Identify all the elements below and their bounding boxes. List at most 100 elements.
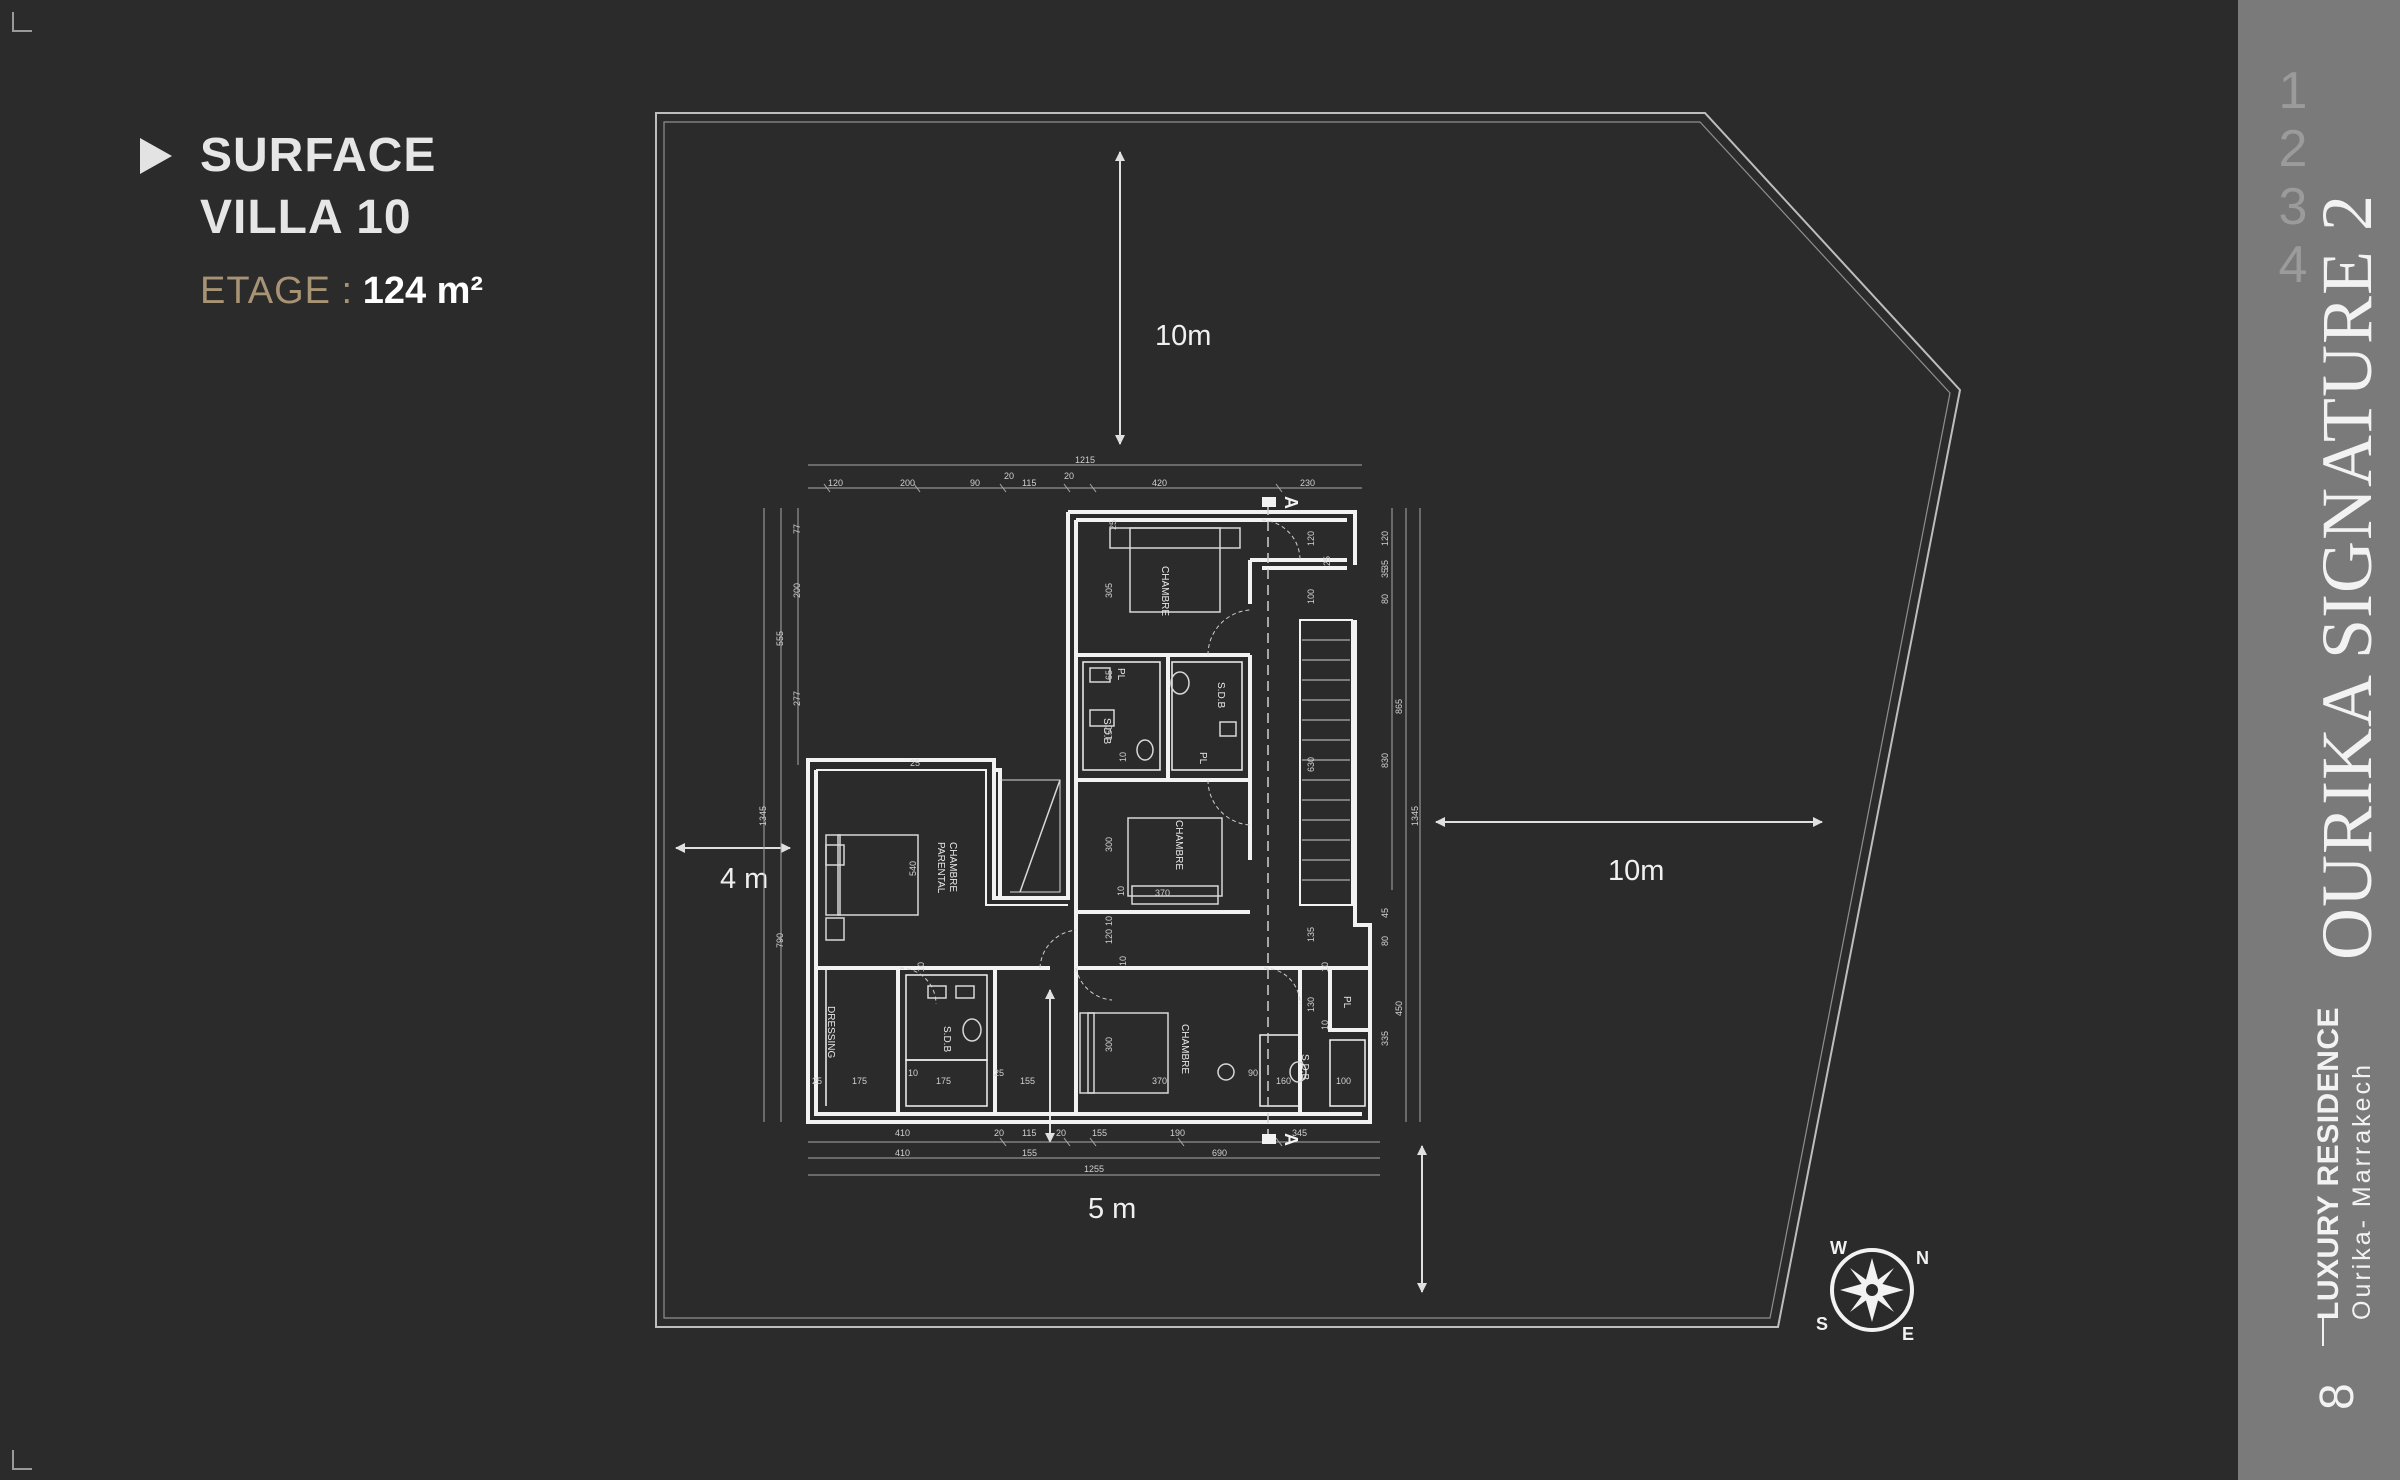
dim-interior: 370 bbox=[1155, 888, 1170, 898]
dim-left-chain: 200 bbox=[792, 583, 802, 598]
dim-interior: 10 bbox=[916, 962, 926, 972]
dim-interior: 630 bbox=[1306, 757, 1316, 772]
site-boundary bbox=[655, 112, 1962, 1328]
page-number[interactable]: 2 bbox=[2278, 120, 2308, 178]
walls bbox=[806, 510, 1372, 1124]
title-surface: SURFACE bbox=[200, 129, 437, 182]
compass-north: N bbox=[1916, 1248, 1929, 1268]
dim-bottom-total: 1255 bbox=[1084, 1164, 1104, 1174]
brand-name: OURIKA SIGNATURE 2 bbox=[2307, 193, 2387, 960]
distance-top: 10m bbox=[1155, 320, 1211, 352]
dim-interior: 100 bbox=[1336, 1076, 1351, 1086]
floor-plan: 10m 10m 4 m 5 m bbox=[655, 112, 1962, 1344]
label-sdb-lower-1: S.D.B bbox=[941, 1026, 952, 1052]
label-chambre-top: CHAMBRE bbox=[1159, 566, 1170, 616]
label-sdb-upper-2: S.D.B bbox=[1101, 718, 1112, 744]
page-numbers: 1 2 3 4 bbox=[2238, 62, 2348, 294]
residence-title: LUXURY RESIDENCE bbox=[2312, 1006, 2345, 1320]
dim-interior: 120 bbox=[1306, 531, 1316, 546]
compass-west: W bbox=[1830, 1238, 1847, 1258]
dim-interior: 25 bbox=[1322, 556, 1332, 566]
dim-bottom-chain-1: 20 bbox=[994, 1128, 1004, 1138]
dim-bottom-chain-1: 345 bbox=[1292, 1128, 1307, 1138]
dim-bottom-chain-2: 690 bbox=[1212, 1148, 1227, 1158]
dim-top-chain: 420 bbox=[1152, 478, 1167, 488]
dim-interior: 100 bbox=[1306, 589, 1316, 604]
dim-bottom-chain-1: 155 bbox=[1092, 1128, 1107, 1138]
label-pl-3: PL bbox=[1341, 996, 1352, 1009]
dim-interior: 25 bbox=[812, 1076, 822, 1086]
label-pl-2: PL bbox=[1197, 752, 1208, 765]
label-chambre-parental-1: CHAMBRE bbox=[947, 842, 958, 892]
sidebar: 1 2 3 4 OURIKA SIGNATURE 2 LUXURY RESIDE… bbox=[2238, 0, 2400, 1480]
distance-bottom: 5 m bbox=[1088, 1193, 1136, 1225]
title-villa: VILLA 10 bbox=[200, 191, 412, 244]
page-number[interactable]: 1 bbox=[2278, 62, 2308, 120]
dim-interior: 175 bbox=[852, 1076, 867, 1086]
dim-interior: 540 bbox=[908, 861, 918, 876]
dim-left-chain: 277 bbox=[792, 691, 802, 706]
play-icon bbox=[140, 138, 172, 174]
dim-interior: 300 bbox=[1104, 837, 1114, 852]
dimension-ticks bbox=[823, 483, 1283, 1147]
dim-interior: 10 bbox=[1320, 962, 1330, 972]
dim-right-total-upper: 865 bbox=[1394, 699, 1404, 714]
floor-separator: : bbox=[331, 270, 363, 312]
dim-interior: 25 bbox=[994, 1068, 1004, 1078]
distance-left: 4 m bbox=[720, 863, 768, 895]
dim-interior: 160 bbox=[1276, 1076, 1291, 1086]
dim-left-lower: 790 bbox=[775, 933, 785, 948]
dim-bottom-chain-1: 20 bbox=[1056, 1128, 1066, 1138]
label-chambre-parental-2: PARENTAL bbox=[935, 842, 946, 894]
dim-right-chain-lower: 45 bbox=[1380, 908, 1390, 918]
dim-interior: 10 bbox=[1118, 956, 1128, 966]
dim-interior: 25 bbox=[910, 758, 920, 768]
page-number[interactable]: 4 bbox=[2278, 236, 2308, 294]
compass: N E S W bbox=[1816, 1238, 1929, 1344]
compass-south: S bbox=[1816, 1314, 1828, 1334]
dim-right-chain: 120 bbox=[1380, 531, 1390, 546]
floor-value: 124 m² bbox=[362, 270, 484, 312]
bed-top bbox=[1129, 527, 1221, 613]
dim-left-total: 1345 bbox=[758, 806, 768, 826]
dim-right-chain-lower: 335 bbox=[1380, 1031, 1390, 1046]
page-number[interactable]: 3 bbox=[2278, 178, 2308, 236]
dim-right-total: 1345 bbox=[1410, 806, 1420, 826]
residence-info: LUXURY RESIDENCE Ourika- Marrakech bbox=[2312, 1007, 2377, 1320]
dim-interior: 370 bbox=[1152, 1076, 1167, 1086]
dim-interior: 35 bbox=[1380, 560, 1390, 570]
compass-east: E bbox=[1902, 1324, 1914, 1344]
dimension-lines bbox=[763, 464, 1421, 1176]
page-index: 8 bbox=[2311, 1383, 2364, 1410]
bed-parental bbox=[837, 834, 919, 916]
label-dressing: DRESSING bbox=[825, 1006, 836, 1058]
dim-interior: 305 bbox=[1104, 583, 1114, 598]
label-pl-1: PL bbox=[1115, 668, 1126, 681]
dim-bottom-chain-1: 190 bbox=[1170, 1128, 1185, 1138]
dim-top-chain: 200 bbox=[900, 478, 915, 488]
dim-right-chain: 80 bbox=[1380, 594, 1390, 604]
dim-interior: 10 bbox=[1116, 886, 1126, 896]
bed-middle bbox=[1127, 817, 1223, 897]
dim-top-total: 1215 bbox=[1075, 455, 1095, 465]
dim-interior: 10 bbox=[1320, 1020, 1330, 1030]
dim-interior: 300 bbox=[1104, 1037, 1114, 1052]
dim-interior: 150 bbox=[1104, 725, 1114, 740]
floor-area: ETAGE : 124 m² bbox=[200, 270, 483, 313]
dim-interior: 10 bbox=[908, 1068, 918, 1078]
toilet-upper bbox=[1170, 671, 1190, 695]
dim-interior: 175 bbox=[936, 1076, 951, 1086]
section-mark-bottom: A bbox=[1281, 1133, 1301, 1146]
dim-interior: 10 bbox=[1118, 752, 1128, 762]
dim-right-chain-lower: 450 bbox=[1394, 1001, 1404, 1016]
section-mark-bottom-flag bbox=[1262, 1134, 1276, 1144]
dim-right-chain-lower: 80 bbox=[1380, 936, 1390, 946]
dim-left-total-upper: 555 bbox=[775, 631, 785, 646]
residence-location: Ourika- Marrakech bbox=[2348, 1062, 2376, 1320]
label-chambre-bottom: CHAMBRE bbox=[1179, 1024, 1190, 1074]
crop-mark-top-left bbox=[12, 12, 32, 32]
label-chambre-middle: CHAMBRE bbox=[1173, 820, 1184, 870]
dim-interior: 120 bbox=[1104, 929, 1114, 944]
dim-right-chain: 35 bbox=[1380, 568, 1390, 578]
